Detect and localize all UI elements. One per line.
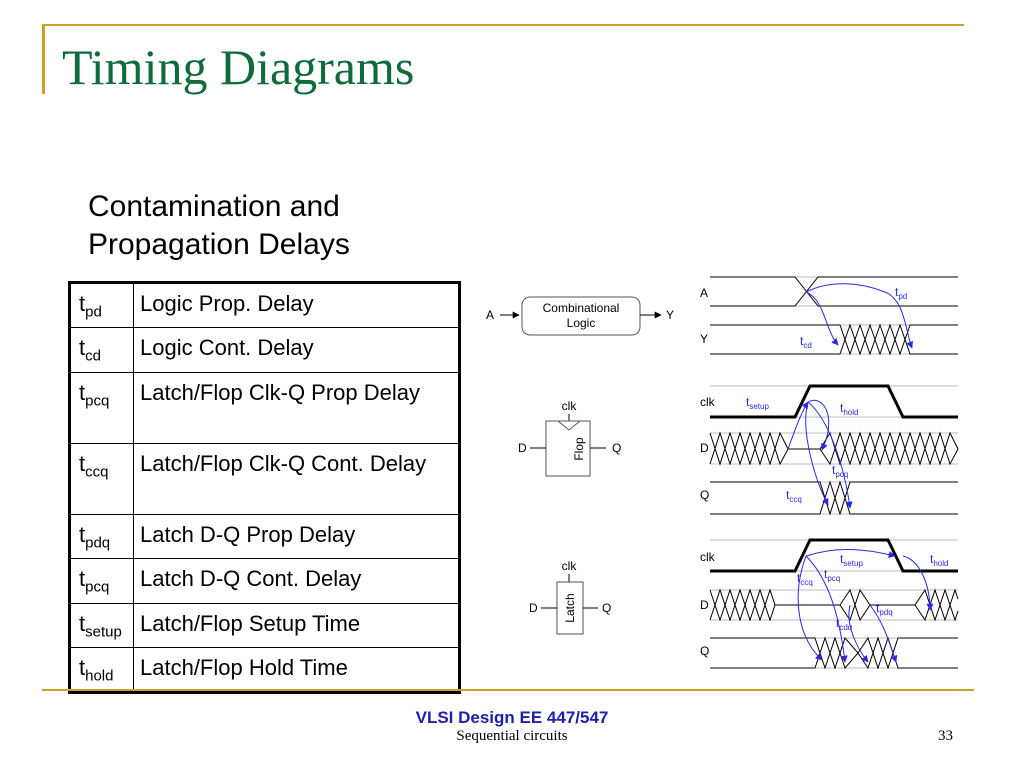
flop-block-label: Flop	[572, 437, 586, 461]
latch-tccq-label: tccq	[797, 571, 813, 587]
delay-description: Logic Prop. Delay	[133, 281, 460, 329]
latch-q-label: Q	[602, 601, 611, 615]
wave-flop-d	[709, 431, 959, 466]
tpd-label: tpd	[895, 285, 907, 301]
delay-table: tpd Logic Prop. Delay tcd Logic Cont. De…	[68, 281, 461, 695]
combinational-logic-block	[521, 296, 641, 336]
latch-tsetup-label: tsetup	[840, 552, 863, 568]
tccq-label: tccq	[786, 488, 802, 504]
flop-clk-label: clk	[562, 399, 578, 413]
combinational-wave-labels: A Y tpd tcd	[700, 285, 907, 350]
delay-description: Latch D-Q Prop Delay	[133, 513, 460, 560]
latch-tpcq-arrow	[805, 555, 848, 663]
latch-tpdq-arrow	[869, 604, 898, 663]
delay-symbol: tpcq	[69, 371, 134, 444]
delay-description: Latch/Flop Clk-Q Cont. Delay	[133, 442, 460, 515]
flop-schematic: clk Flop D Q	[518, 399, 621, 477]
flop-wave-labels: clk D Q tsetup thold tpcq tccq	[700, 395, 858, 504]
delay-description: Latch/Flop Hold Time	[133, 646, 460, 694]
flop-waveforms	[709, 384, 959, 516]
signal-label-d: D	[700, 441, 709, 455]
wave-flop-clk	[710, 384, 958, 419]
latch-tcdq-arrow	[848, 604, 869, 663]
delay-description: Logic Cont. Delay	[133, 327, 460, 373]
subtitle-line-2: Propagation Delays	[88, 228, 350, 261]
signal-label-d: D	[700, 598, 709, 612]
course-title: VLSI Design EE 447/547	[415, 708, 609, 727]
input-label-a: A	[486, 308, 494, 322]
table-row: tsetup Latch/Flop Setup Time	[69, 602, 460, 648]
tcd-arrow	[805, 291, 839, 346]
footer-divider	[42, 689, 974, 691]
tpcq-label: tpcq	[832, 463, 848, 479]
tcd-label: tcd	[800, 334, 812, 350]
slide-subtitle: Contamination and Propagation Delays	[88, 188, 350, 264]
thold-label: thold	[840, 401, 858, 417]
output-label-y: Y	[666, 308, 674, 322]
latch-tsetup-arrow	[805, 549, 896, 558]
timing-diagrams: Combinational Logic A Y clk Flop D Q clk…	[486, 276, 959, 670]
tsetup-label: tsetup	[746, 395, 769, 411]
subtitle-line-1: Contamination and	[88, 190, 340, 223]
table-row: tpdq Latch D-Q Prop Delay	[69, 513, 460, 560]
combinational-waveforms	[710, 276, 958, 356]
table-row: thold Latch/Flop Hold Time	[69, 646, 460, 694]
combinational-logic-schematic: Combinational Logic A Y	[486, 296, 674, 336]
signal-label-clk: clk	[700, 550, 716, 564]
delay-symbol: tcd	[69, 327, 134, 373]
page-number: 33	[938, 728, 953, 744]
latch-tpcq-label: tpcq	[824, 567, 840, 583]
latch-tccq-arrow	[797, 555, 823, 661]
frame-accent-vertical	[42, 24, 45, 94]
wave-a-bus	[710, 276, 958, 307]
flop-d-label: D	[518, 441, 527, 455]
signal-label-clk: clk	[700, 395, 716, 409]
block-label-line-1: Combinational	[543, 301, 620, 315]
latch-clk-label: clk	[562, 559, 578, 573]
flop-q-label: Q	[612, 441, 621, 455]
chapter-title: Sequential circuits	[456, 728, 568, 744]
signal-label-q: Q	[700, 644, 709, 658]
signal-label-y: Y	[700, 332, 708, 346]
delay-symbol: tpdq	[69, 513, 134, 560]
slide-title: Timing Diagrams	[62, 39, 415, 95]
tpcq-arrow	[807, 401, 853, 509]
delay-symbol: tsetup	[69, 602, 134, 648]
frame-accent-horizontal	[42, 24, 964, 26]
signal-label-a: A	[700, 286, 708, 300]
thold-arrow	[807, 399, 830, 451]
table-row: tpd Logic Prop. Delay	[69, 281, 460, 329]
table-row: tccq Latch/Flop Clk-Q Cont. Delay	[69, 442, 460, 515]
table-row: tpcq Latch D-Q Cont. Delay	[69, 558, 460, 604]
table-row: tpcq Latch/Flop Clk-Q Prop Delay	[69, 371, 460, 444]
delay-description: Latch/Flop Clk-Q Prop Delay	[133, 371, 460, 444]
latch-wave-labels: clk D Q tsetup thold tccq tpcq tpdq tcdq	[700, 550, 948, 658]
wave-latch-clk	[710, 538, 958, 573]
delay-symbol: tccq	[69, 442, 134, 515]
tpd-arrow	[805, 283, 913, 349]
latch-waveforms	[709, 538, 959, 670]
latch-tcdq-label: tcdq	[836, 616, 852, 632]
tccq-arrow	[805, 401, 829, 506]
delay-description: Latch D-Q Cont. Delay	[133, 558, 460, 604]
table-row: tcd Logic Cont. Delay	[69, 327, 460, 373]
delay-symbol: thold	[69, 646, 134, 694]
delay-symbol: tpd	[69, 281, 134, 329]
delay-symbol: tpcq	[69, 558, 134, 604]
flop-block	[545, 420, 591, 477]
signal-label-q: Q	[700, 488, 709, 502]
latch-thold-label: thold	[930, 552, 948, 568]
block-label-line-2: Logic	[567, 316, 596, 330]
latch-tpdq-label: tpdq	[876, 601, 893, 617]
latch-thold-arrow	[902, 555, 934, 611]
latch-d-label: D	[529, 601, 538, 615]
delay-description: Latch/Flop Setup Time	[133, 602, 460, 648]
latch-block-label: Latch	[563, 593, 577, 622]
wave-flop-q	[710, 480, 958, 516]
latch-schematic: clk Latch D Q	[529, 559, 611, 635]
